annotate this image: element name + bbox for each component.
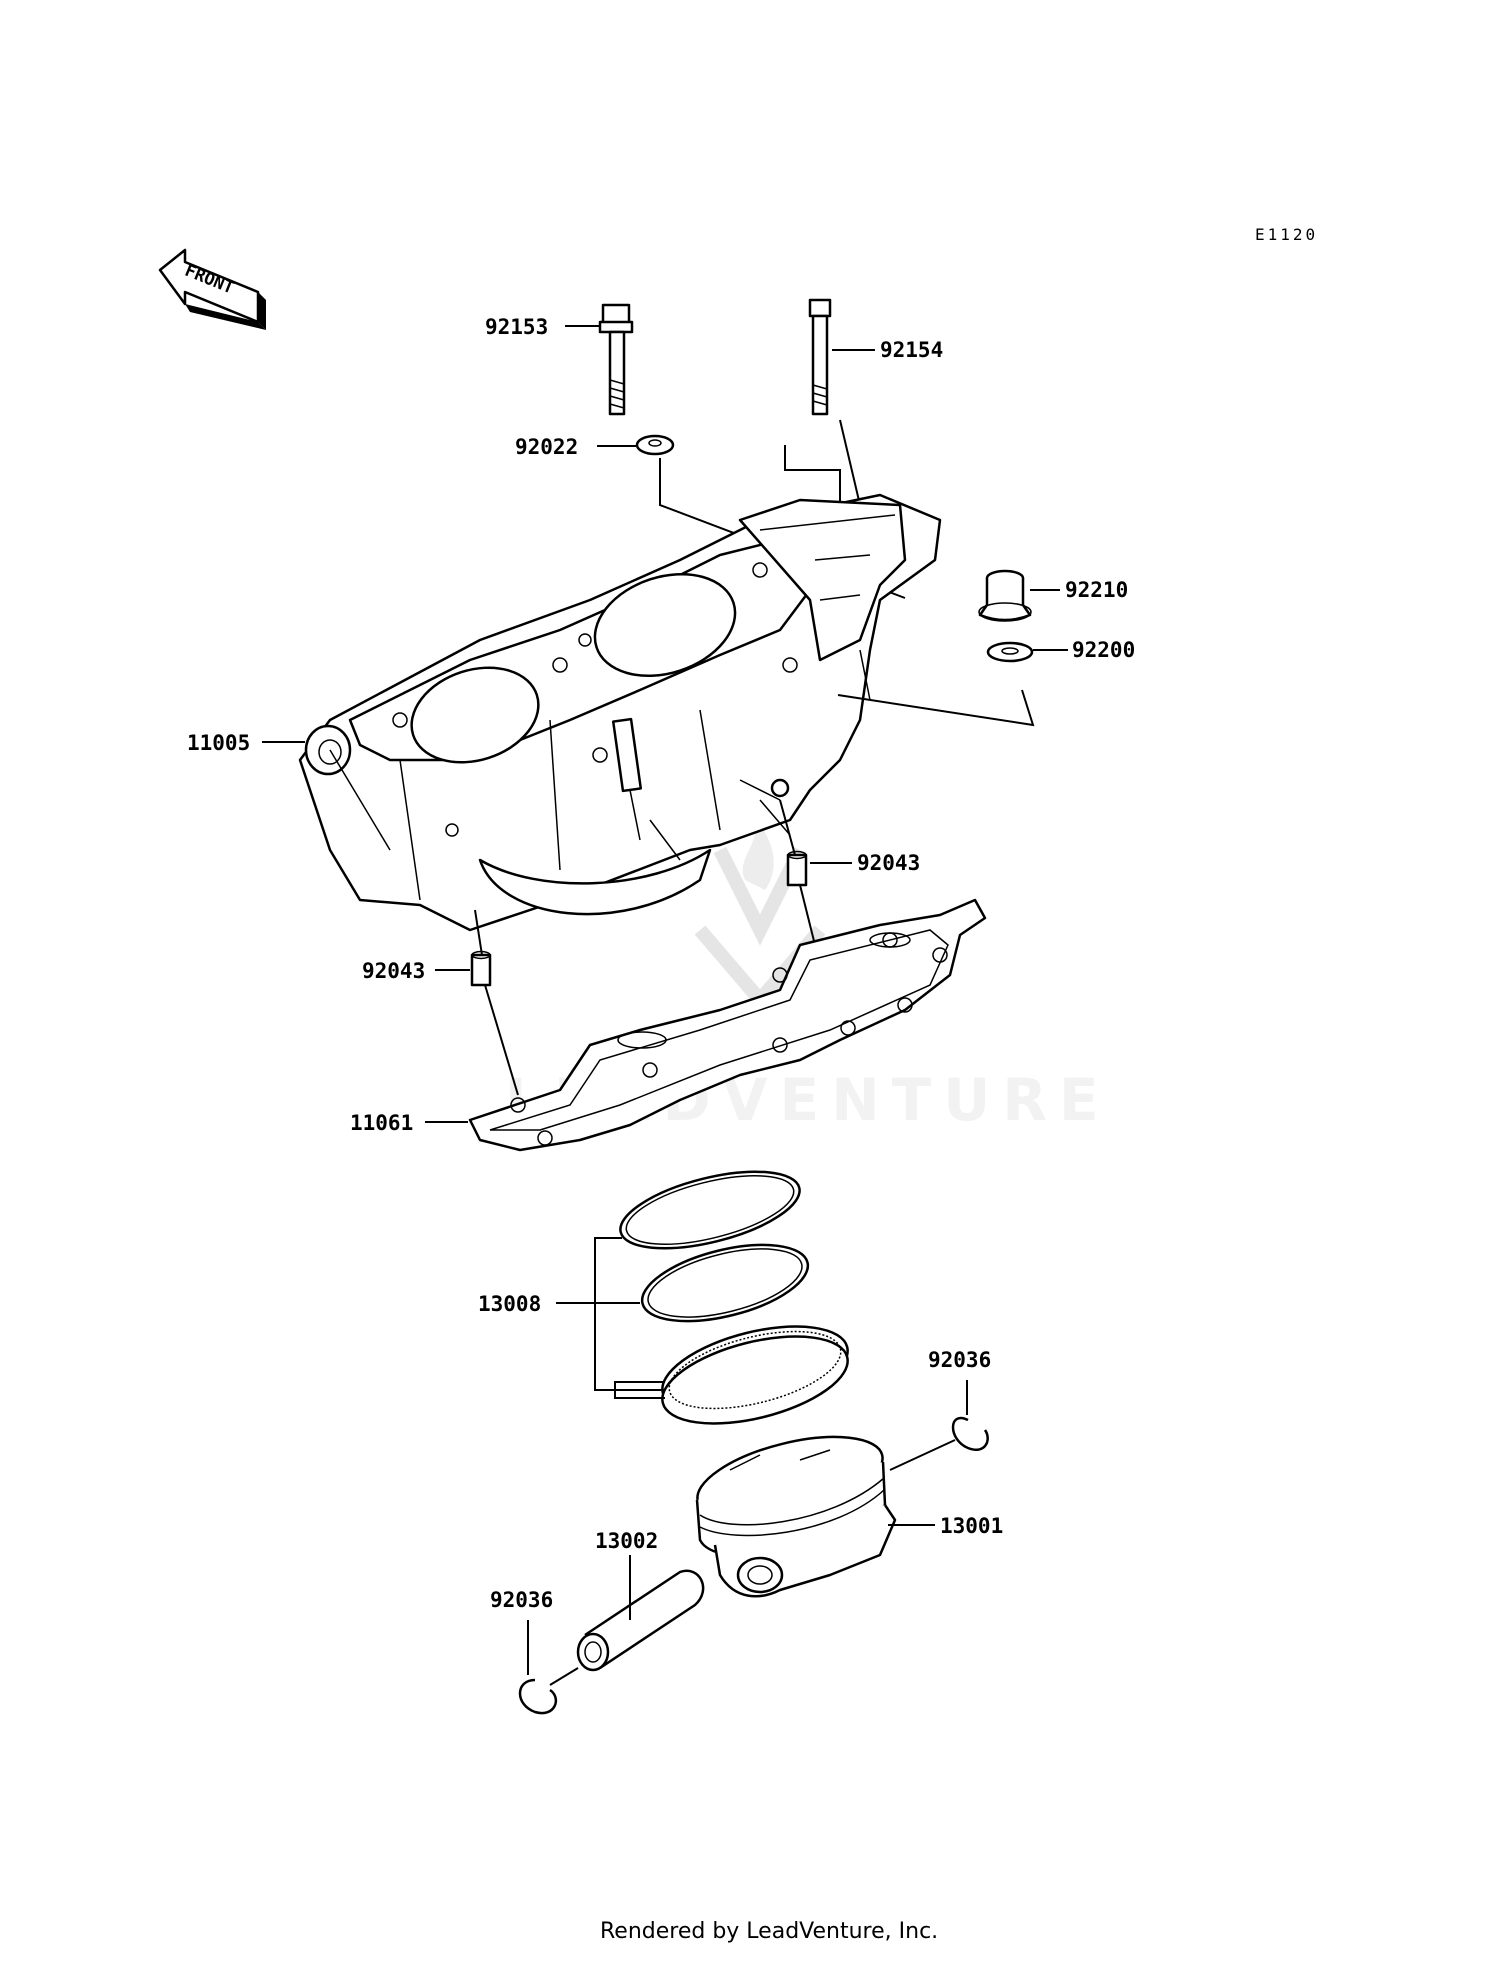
part-label-92036-left[interactable]: 92036 bbox=[490, 1588, 553, 1612]
collar-92210[interactable] bbox=[978, 569, 1032, 622]
part-label-92043-right[interactable]: 92043 bbox=[857, 851, 920, 875]
circlip-92036-left[interactable] bbox=[518, 1678, 558, 1715]
dowel-pin-92043-right[interactable] bbox=[786, 850, 808, 887]
bolt-92153[interactable] bbox=[598, 303, 634, 416]
piston-ring-oil[interactable] bbox=[654, 1310, 857, 1440]
circlip-92036-right[interactable] bbox=[951, 1416, 989, 1451]
washer-92200[interactable] bbox=[986, 641, 1034, 663]
piston-ring-top[interactable] bbox=[613, 1157, 807, 1264]
footer-credit: Rendered by LeadVenture, Inc. bbox=[600, 1919, 938, 1944]
part-label-92154[interactable]: 92154 bbox=[880, 338, 943, 362]
part-label-92036-right[interactable]: 92036 bbox=[928, 1348, 991, 1372]
piston-13001[interactable] bbox=[689, 1421, 897, 1598]
part-label-92043-left[interactable]: 92043 bbox=[362, 959, 425, 983]
bolt-92154[interactable] bbox=[808, 298, 832, 416]
part-label-13002[interactable]: 13002 bbox=[595, 1529, 658, 1553]
part-label-92200[interactable]: 92200 bbox=[1072, 638, 1135, 662]
piston-ring-second[interactable] bbox=[635, 1230, 816, 1335]
gasket-11061[interactable] bbox=[468, 898, 987, 1152]
part-label-11061[interactable]: 11061 bbox=[350, 1111, 413, 1135]
part-label-92153[interactable]: 92153 bbox=[485, 315, 548, 339]
washer-92022[interactable] bbox=[635, 434, 675, 456]
part-label-92210[interactable]: 92210 bbox=[1065, 578, 1128, 602]
cylinder-block-11005[interactable] bbox=[298, 493, 942, 932]
front-arrow-icon: FRONT bbox=[158, 248, 266, 330]
dowel-pin-92043-left[interactable] bbox=[470, 950, 492, 987]
part-label-11005[interactable]: 11005 bbox=[187, 731, 250, 755]
piston-pin-13002[interactable] bbox=[576, 1569, 705, 1672]
part-label-13008[interactable]: 13008 bbox=[478, 1292, 541, 1316]
part-label-92022[interactable]: 92022 bbox=[515, 435, 578, 459]
part-label-13001[interactable]: 13001 bbox=[940, 1514, 1003, 1538]
diagram-code: E1120 bbox=[1255, 225, 1318, 244]
